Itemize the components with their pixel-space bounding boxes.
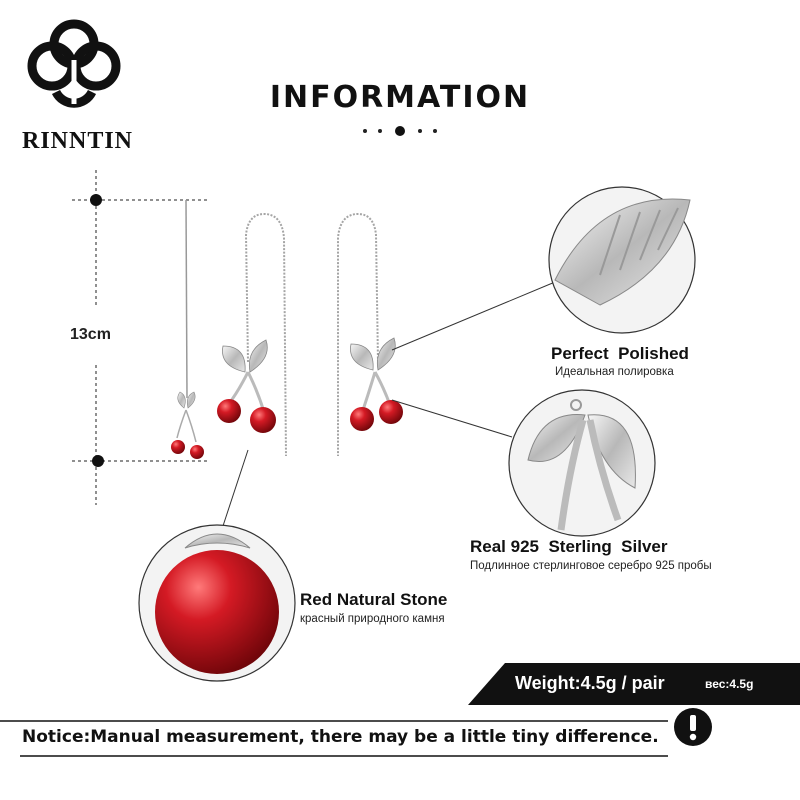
- earring-left: [217, 212, 287, 457]
- weight-label: Weight:4.5g / pair: [515, 673, 665, 693]
- exclamation-icon: [674, 708, 712, 746]
- small-earring: [171, 199, 204, 459]
- feature-title-polished: Perfect Polished: [551, 344, 689, 363]
- feature-subtitle-silver: Подлинное стерлинговое серебро 925 пробы: [470, 560, 712, 572]
- rinntin-logo-icon: [27, 19, 121, 108]
- feature-title-stone: Red Natural Stone: [300, 590, 448, 609]
- dimension-lines: [72, 170, 210, 505]
- notice-text: Notice:Manual measurement, there may be …: [22, 727, 659, 747]
- weight-alt-label: вес:4.5g: [705, 677, 754, 691]
- brand-name: RINNTIN: [22, 128, 134, 154]
- length-label: 13cm: [70, 326, 111, 343]
- feature-subtitle-stone: красный природного камня: [300, 613, 445, 625]
- leaf-closeup-image: [548, 186, 696, 334]
- silver-leaves-closeup-image: [508, 389, 656, 537]
- earring-right: [337, 212, 403, 456]
- page-title: INFORMATION: [269, 80, 531, 115]
- heading-dots: [363, 126, 437, 136]
- feature-title-silver: Real 925 Sterling Silver: [470, 537, 668, 556]
- feature-subtitle-polished: Идеальная полировка: [555, 366, 674, 378]
- red-stone-closeup-image: [138, 524, 296, 682]
